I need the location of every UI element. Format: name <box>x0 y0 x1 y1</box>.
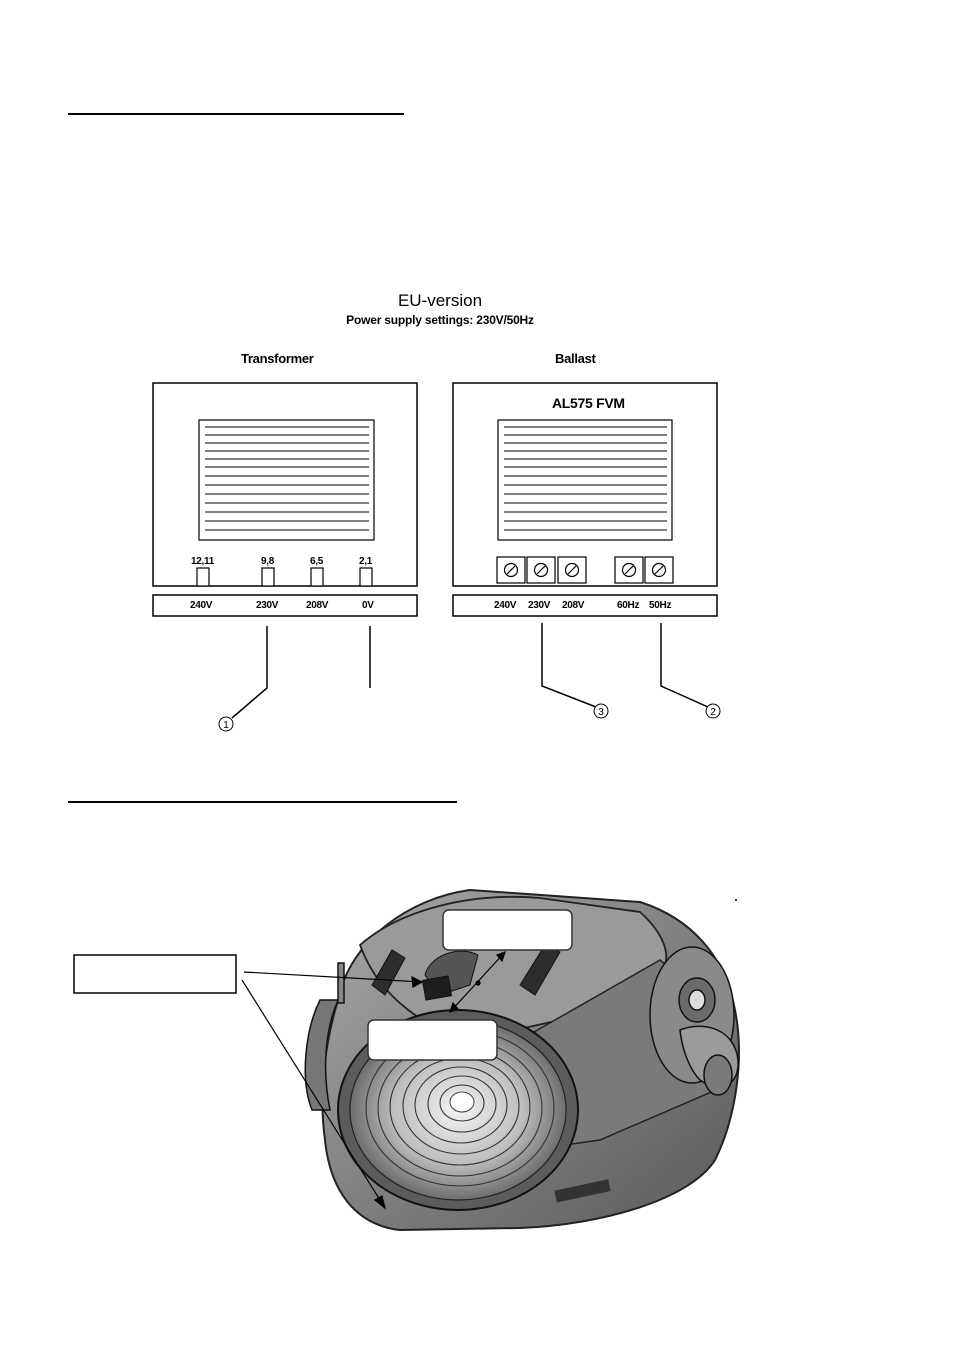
ballast-label: Ballast <box>555 351 596 366</box>
callout-box-middle <box>367 1019 498 1061</box>
ballast-frequency-50: 50Hz <box>649 600 672 611</box>
callout-box-left <box>73 954 237 994</box>
ballast-voltage-208: 208V <box>562 600 585 611</box>
stray-mark <box>735 899 737 901</box>
ballast-winding <box>497 419 673 541</box>
ballast-frequency-60: 60Hz <box>617 600 640 611</box>
transformer-voltage-208: 208V <box>306 600 329 611</box>
callout-leaders <box>231 623 709 719</box>
transformer-terminal-4 <box>359 567 373 587</box>
transformer-tap-3: 6,5 <box>310 556 324 567</box>
fixture-bottom-vent <box>554 1179 611 1203</box>
ballast-voltage-240: 240V <box>494 600 517 611</box>
wiring-diagram: 1 3 2 <box>152 382 721 732</box>
fixture-yoke-right <box>649 946 739 1096</box>
transformer-voltage-0: 0V <box>362 600 374 611</box>
diagram-subtitle: Power supply settings: 230V/50Hz <box>346 313 534 327</box>
callout-3-circle <box>593 703 609 719</box>
transformer-terminal-2 <box>261 567 275 587</box>
callout-3: 3 <box>598 707 604 718</box>
fixture-yoke-left <box>304 962 345 1111</box>
transformer-label: Transformer <box>241 351 314 366</box>
ballast-voltage-230: 230V <box>528 600 551 611</box>
section-rule-middle <box>68 801 457 803</box>
fixture-vents <box>371 944 561 1001</box>
transformer-terminal-3 <box>310 567 324 587</box>
section-rule-top <box>68 113 404 115</box>
transformer-winding-lines <box>205 426 369 531</box>
callout-2-circle <box>705 703 721 719</box>
transformer-voltage-230: 230V <box>256 600 279 611</box>
fixture-leaders <box>241 950 506 1210</box>
diagram-title: EU-version <box>397 291 483 310</box>
ballast-voltage-strip <box>452 594 718 617</box>
fixture-lens <box>337 1009 579 1211</box>
transformer-box <box>152 382 418 587</box>
callout-2: 2 <box>710 707 716 718</box>
transformer-tap-4: 2,1 <box>359 556 373 567</box>
transformer-terminal-1 <box>196 567 210 587</box>
transformer-tap-2: 9,8 <box>261 556 275 567</box>
transformer-winding <box>198 419 375 541</box>
ballast-screw-terminals <box>496 556 674 584</box>
ballast-model: AL575 FVM <box>552 395 625 411</box>
transformer-voltage-strip <box>152 594 418 617</box>
transformer-tap-1: 12,11 <box>191 556 214 567</box>
callout-box-top <box>442 909 573 951</box>
callout-1-circle <box>218 716 234 732</box>
ballast-winding-lines <box>504 426 667 531</box>
callout-circles <box>218 703 721 732</box>
callout-1: 1 <box>223 720 229 731</box>
transformer-voltage-240: 240V <box>190 600 213 611</box>
ballast-box <box>452 382 718 587</box>
